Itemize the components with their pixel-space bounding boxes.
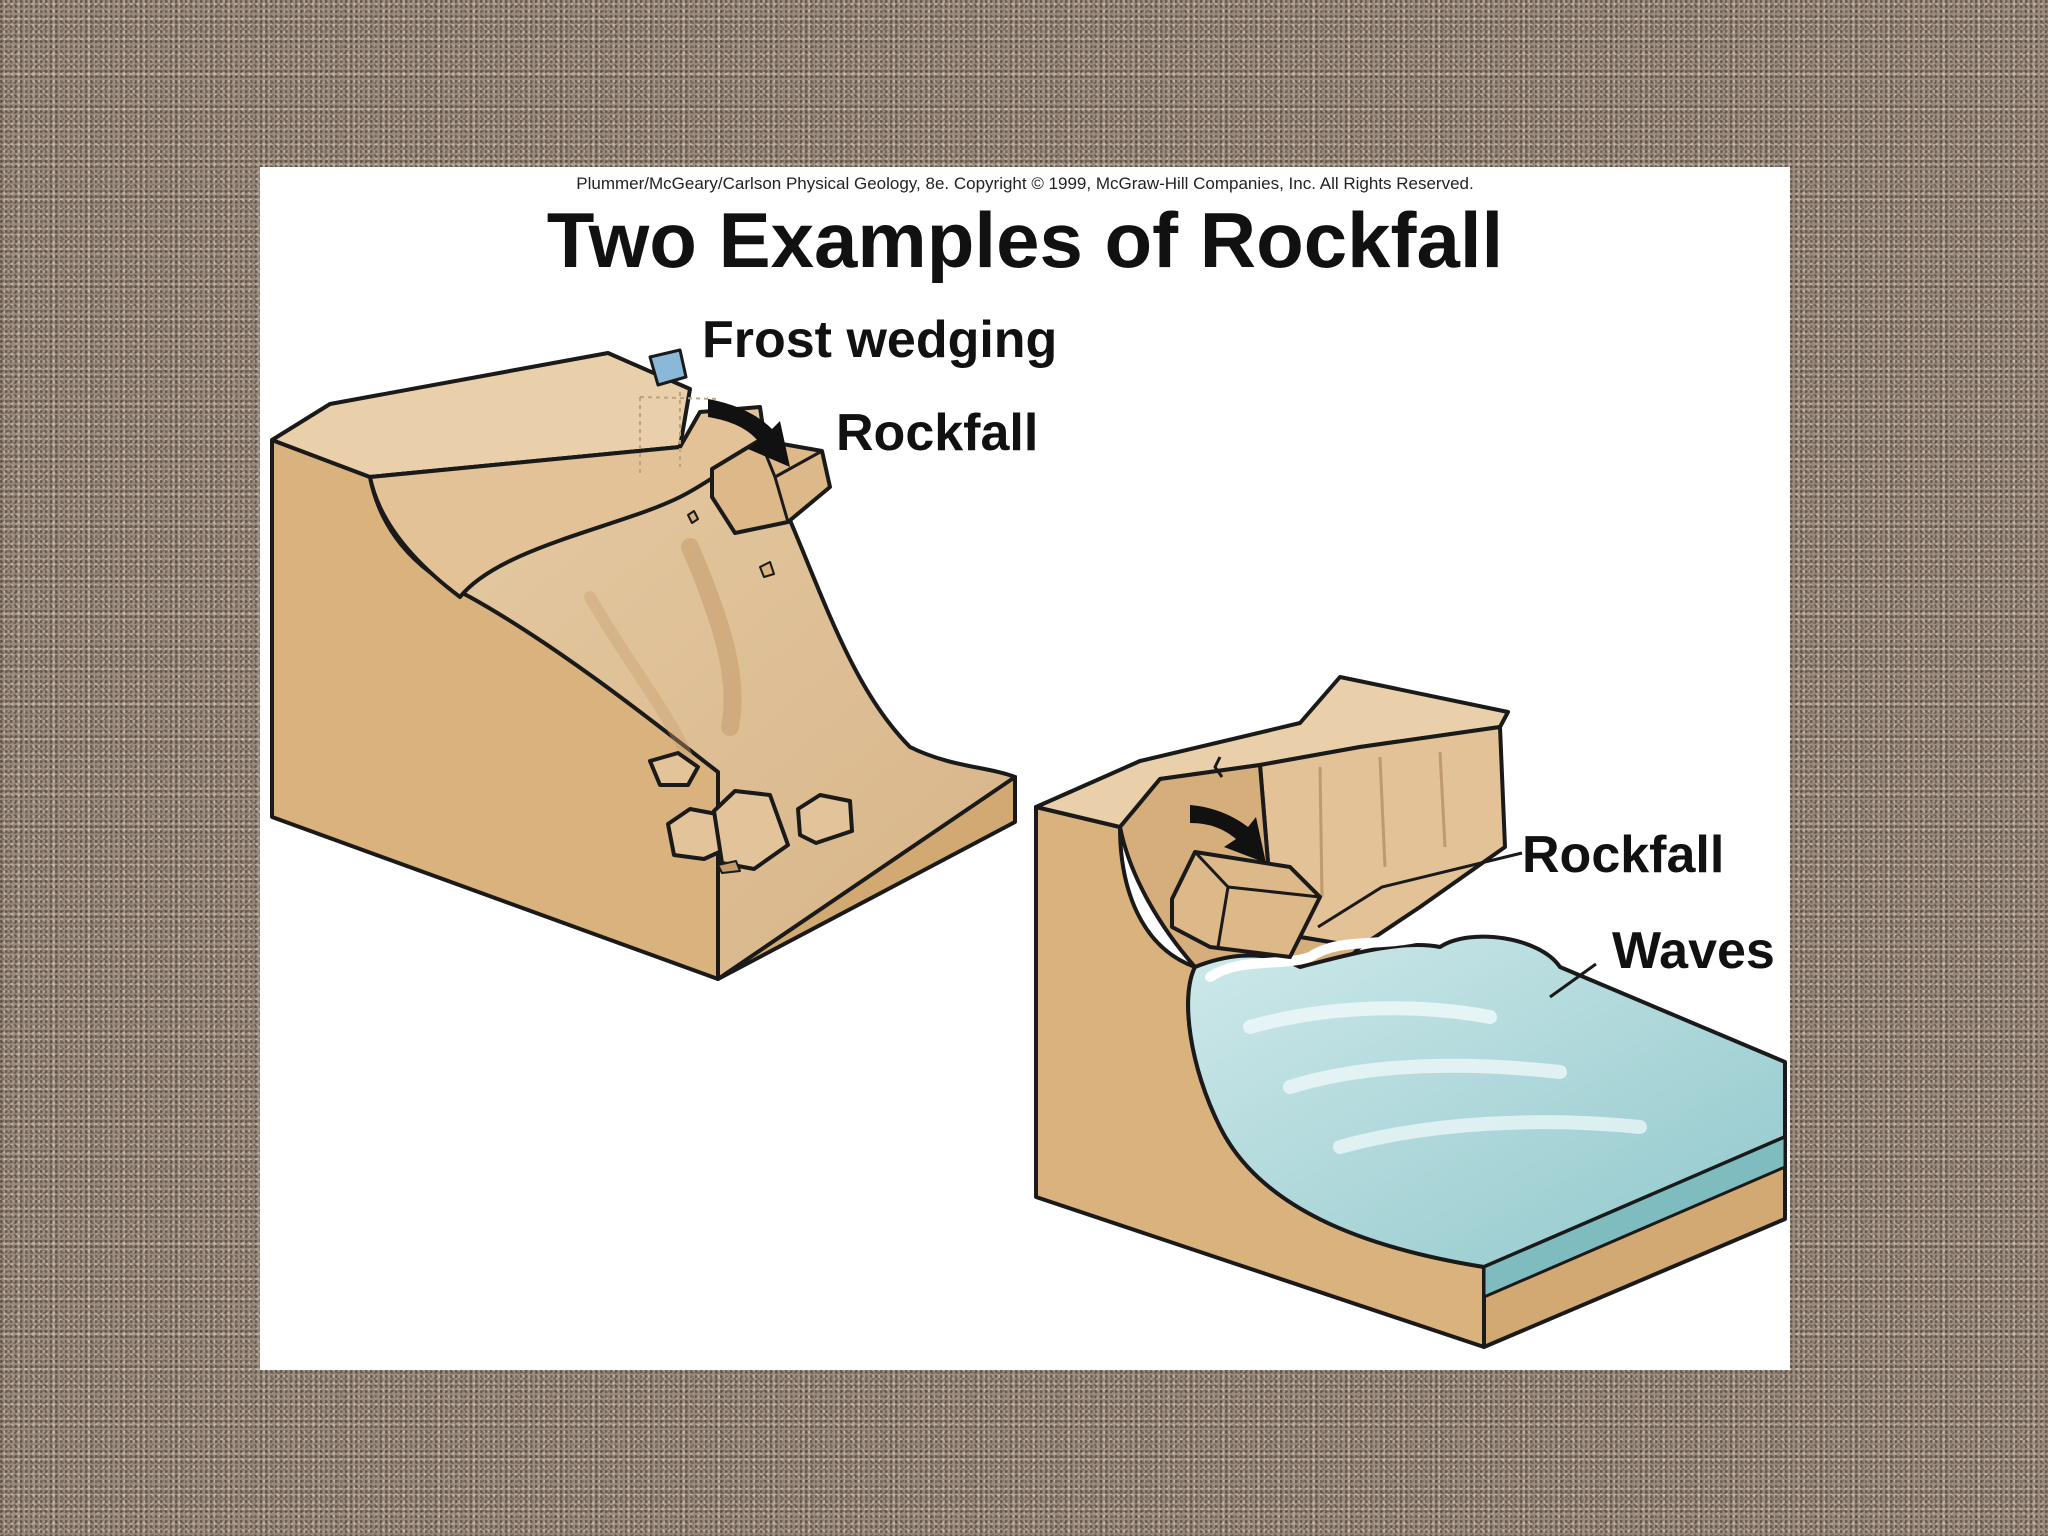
falling-rock-coast xyxy=(1170,850,1322,959)
frost-joint-lines xyxy=(639,392,721,477)
frost-wedge-ice xyxy=(648,348,688,387)
boulder xyxy=(648,751,700,787)
leader-line-rockfall-coast xyxy=(1317,851,1523,929)
boulder xyxy=(796,793,854,845)
leader-line-waves xyxy=(1549,962,1597,999)
boulder xyxy=(712,789,790,871)
coastal-block-right xyxy=(1034,675,1787,1349)
label-rockfall-cliff: Rockfall xyxy=(836,404,1039,462)
copyright-credit: Plummer/McGeary/Carlson Physical Geology… xyxy=(576,174,1474,193)
label-waves: Waves xyxy=(1612,922,1775,980)
label-frost-wedging: Frost wedging xyxy=(702,311,1058,369)
label-rockfall-coast: Rockfall xyxy=(1522,826,1725,884)
rockfall-illustration xyxy=(270,348,1787,1349)
page-title: Two Examples of Rockfall xyxy=(546,196,1504,284)
cliff-block-left xyxy=(270,348,1017,981)
rockfall-arrow-coast xyxy=(1190,805,1266,863)
sea-water xyxy=(1186,934,1787,1269)
diagram-slide: Plummer/McGeary/Carlson Physical Geology… xyxy=(260,167,1790,1370)
rockfall-arrow-cliff xyxy=(708,399,790,467)
